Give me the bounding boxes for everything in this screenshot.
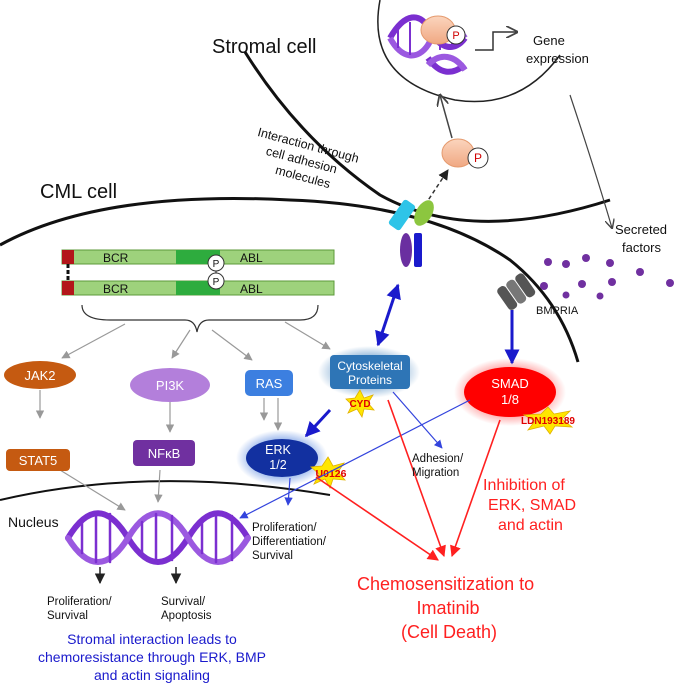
tf-nuclear-translocation-arrow	[440, 95, 453, 139]
cytoskeletal-node	[330, 355, 410, 389]
cyd-label: CYD	[349, 399, 370, 410]
red-chemosensitization-arrows	[315, 399, 501, 561]
cytoplasmic-phospho-circle	[467, 147, 489, 169]
secreted-label-1: Secreted	[615, 222, 667, 237]
adhesion-cytoskeletal-double-arrow	[375, 283, 401, 347]
nuclear-phospho-circle	[446, 25, 466, 45]
erk-label-2: 1/2	[269, 458, 286, 472]
bmpria-receptor	[497, 273, 536, 310]
pi3k-node	[130, 368, 210, 402]
smad-label-1: SMAD	[491, 376, 529, 391]
expression-label: expression	[526, 51, 589, 66]
nucleus-output-arrows	[94, 567, 182, 585]
stat5-node	[6, 449, 70, 471]
smad-nucleus-arrow	[239, 399, 471, 519]
stromal-interaction-label-1: Stromal interaction leads to	[67, 631, 237, 647]
bmpria-label: BMPRIA	[536, 305, 579, 317]
prolif-survival-2: Survival	[47, 610, 88, 622]
erk-outcome-2: Differentiation/	[252, 536, 327, 548]
cytoplasmic-phospho-label: P	[474, 151, 482, 165]
prolif-survival-1: Proliferation/	[47, 596, 112, 608]
pi3k-label: PI3K	[156, 378, 185, 393]
bcr-abl-phospho-bottom	[207, 272, 225, 290]
secreted-factors-arrow	[569, 94, 612, 228]
cytoskeletal-label-1: Cytoskeletal	[337, 359, 402, 373]
nfkb-node	[133, 440, 195, 466]
bcr-abl-phospho-bottom-label: P	[213, 277, 220, 288]
cytoskeletal-erk-arrow	[304, 408, 332, 438]
survival-apoptosis-1: Survival/	[161, 596, 206, 608]
gene-expression-arrow	[475, 32, 517, 51]
inhibition-label-3: and actin	[498, 517, 563, 534]
jak2-label: JAK2	[24, 368, 55, 383]
jak2-node	[4, 361, 76, 389]
abl-label-top: ABL	[240, 251, 263, 265]
ras-node	[245, 370, 293, 396]
cml-cell-label: CML cell	[40, 181, 117, 203]
cyd-starburst	[345, 389, 375, 419]
ldn-label: LDN193189	[521, 416, 575, 427]
nfkb-label: NFκB	[148, 446, 181, 461]
chemosensitization-label-1: Chemosensitization to	[357, 574, 534, 594]
u0126-label: U0126	[316, 468, 347, 480]
secreted-label-2: factors	[622, 240, 662, 255]
smad-label-2: 1/8	[501, 392, 519, 407]
cytoskeletal-adhesion-arrow	[392, 391, 443, 449]
erk-outcome-arrow	[284, 477, 293, 506]
stromal-interaction-label-2: chemoresistance through ERK, BMP	[38, 649, 266, 665]
inhibition-label-2: ERK, SMAD	[488, 497, 576, 514]
secreted-factor-dots	[540, 254, 674, 300]
stromal-cell-membrane	[243, 51, 611, 223]
bcr-abl-brace	[81, 304, 319, 333]
erk-outcome-1: Proliferation/	[252, 522, 317, 534]
erk-node	[246, 439, 318, 477]
survival-apoptosis-2: Apoptosis	[161, 610, 212, 622]
interaction-label-group: Interaction through cell adhesion molecu…	[256, 125, 360, 191]
bcr-label-top: BCR	[103, 251, 129, 265]
bcr-abl-fusion	[61, 249, 335, 296]
smad-node	[464, 367, 556, 417]
stat5-label: STAT5	[19, 453, 58, 468]
bcr-abl-phospho-top	[207, 254, 225, 272]
ldn-starburst	[522, 406, 574, 435]
cytoskeletal-label-2: Proteins	[348, 373, 392, 387]
stromal-cell-label: Stromal cell	[212, 36, 316, 58]
adhesion-to-tf-dashed-arrow	[424, 169, 449, 206]
stromal-interaction-label-3: and actin signaling	[94, 667, 210, 683]
inhibition-label-1: Inhibition of	[483, 477, 565, 494]
adhesion-migration-1: Adhesion/	[412, 453, 464, 465]
erk-outcome-3: Survival	[252, 550, 293, 562]
stromal-nucleus-membrane	[377, 0, 561, 103]
cml-cell-membrane	[0, 196, 580, 363]
erk-label-1: ERK	[265, 443, 291, 457]
ras-label: RAS	[256, 376, 283, 391]
bcr-abl-phospho-top-label: P	[213, 259, 220, 270]
adhesion-migration-2: Migration	[412, 467, 459, 479]
chemosensitization-label-2: Imatinib	[416, 598, 479, 618]
abl-label-bottom: ABL	[240, 282, 263, 296]
cml-nucleus-membrane	[0, 480, 331, 501]
gene-label: Gene	[533, 33, 565, 48]
adhesion-molecules	[388, 199, 434, 267]
chemosensitization-label-3: (Cell Death)	[401, 622, 497, 642]
cml-dna-helix	[65, 510, 251, 565]
downstream-gray-arrows	[35, 321, 331, 511]
nuclear-phospho-label: P	[452, 30, 459, 42]
nucleus-label: Nucleus	[8, 514, 59, 530]
bcr-label-bottom: BCR	[103, 282, 129, 296]
